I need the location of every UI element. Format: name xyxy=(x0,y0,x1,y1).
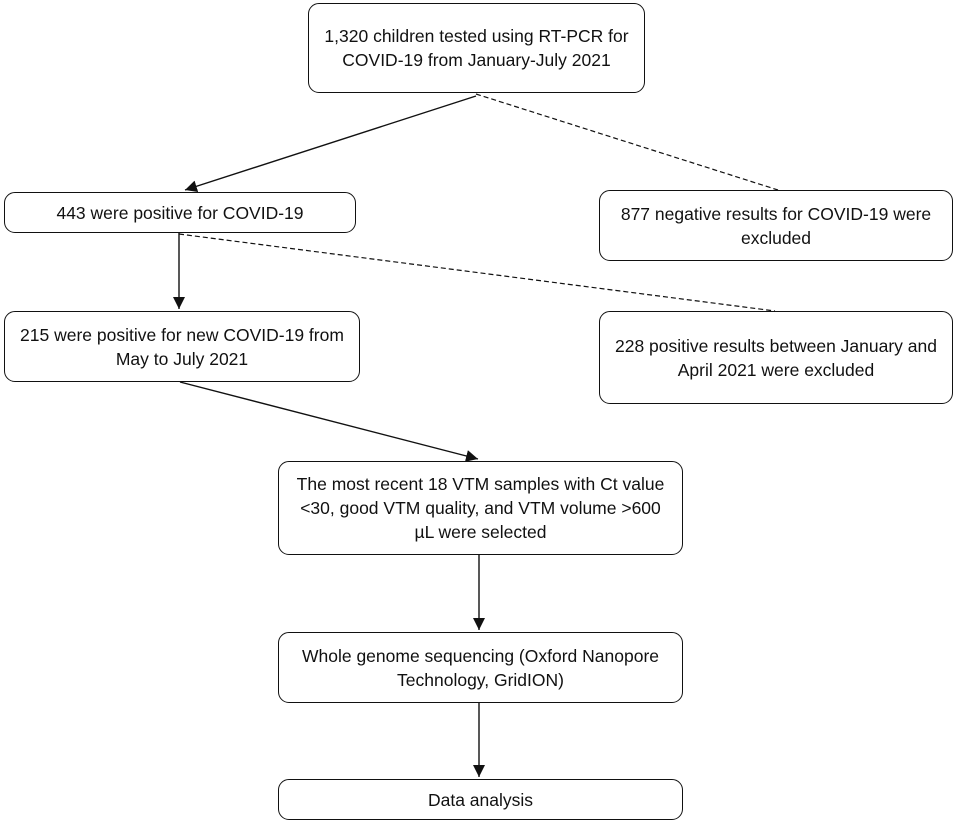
positive-node: 443 were positive for COVID-19 xyxy=(4,192,356,233)
selected-samples-node-text: The most recent 18 VTM samples with Ct v… xyxy=(296,474,665,542)
arrow-new-to-selected xyxy=(179,381,479,462)
sequencing-node: Whole genome sequencing (Oxford Nanopore… xyxy=(278,632,683,703)
selected-samples-node: The most recent 18 VTM samples with Ct v… xyxy=(278,461,683,555)
negative-excluded-node-text: 877 negative results for COVID-19 were e… xyxy=(620,203,932,248)
tested-node: 1,320 children tested using RT-PCR for C… xyxy=(308,3,645,93)
analysis-node-text: Data analysis xyxy=(427,789,534,810)
dashed-tested-to-negative xyxy=(475,93,779,191)
new-positive-node: 215 were positive for new COVID-19 from … xyxy=(4,311,360,382)
early-excluded-node: 228 positive results between January and… xyxy=(599,311,953,404)
tested-node-text: 1,320 children tested using RT-PCR for C… xyxy=(324,26,629,70)
new-positive-node-text: 215 were positive for new COVID-19 from … xyxy=(20,324,344,369)
positive-node-text: 443 were positive for COVID-19 xyxy=(56,202,304,223)
negative-excluded-node: 877 negative results for COVID-19 were e… xyxy=(599,190,953,261)
arrow-tested-to-positive xyxy=(184,95,477,193)
dashed-positive-to-early xyxy=(178,233,776,312)
early-excluded-node-text: 228 positive results between January and… xyxy=(614,335,937,380)
analysis-node: Data analysis xyxy=(278,779,683,820)
sequencing-node-text: Whole genome sequencing (Oxford Nanopore… xyxy=(301,645,659,690)
